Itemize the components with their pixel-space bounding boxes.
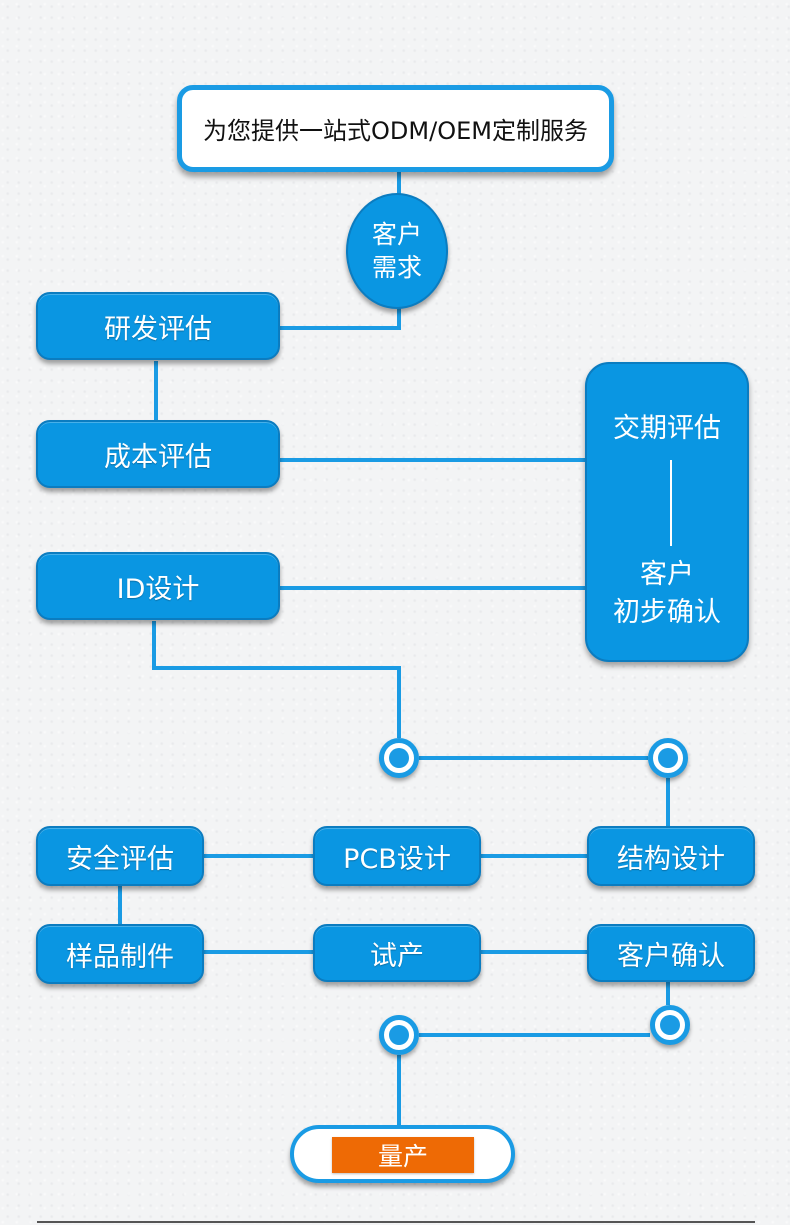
- delivery-eval-label: 交期评估: [613, 413, 721, 444]
- customer-demand-line2: 需求: [371, 253, 422, 282]
- customer-confirm-node: 客户确认: [587, 924, 755, 982]
- safety-eval-node: 安全评估: [36, 826, 204, 886]
- delivery-confirm-node: 交期评估 客户 初步确认: [585, 362, 749, 662]
- initial-confirm-label: 客户 初步确认: [587, 556, 747, 632]
- initial-confirm-line2: 初步确认: [613, 597, 721, 628]
- initial-confirm-line1: 客户: [640, 559, 694, 590]
- cost-eval-node: 成本评估: [36, 420, 280, 488]
- junction-dot: [379, 738, 419, 778]
- customer-demand-line1: 客户: [371, 220, 422, 249]
- footer-divider: [37, 1221, 755, 1223]
- connector-id-to-dot: [152, 621, 401, 738]
- trial-production-node: 试产: [313, 924, 481, 982]
- structure-design-node: 结构设计: [587, 826, 755, 886]
- sample-making-node: 样品制件: [36, 924, 204, 984]
- mass-production-node: 量产: [290, 1125, 515, 1183]
- mass-production-label: 量产: [332, 1137, 474, 1173]
- delivery-separator: [670, 460, 672, 546]
- junction-dot: [648, 738, 688, 778]
- pcb-design-node: PCB设计: [313, 826, 481, 886]
- connector-demand-to-rd: [280, 307, 401, 330]
- rd-eval-node: 研发评估: [36, 292, 280, 360]
- customer-demand-node: 客户 需求: [346, 193, 448, 309]
- junction-dot: [650, 1005, 690, 1045]
- junction-dot: [379, 1015, 419, 1055]
- page-title: 为您提供一站式ODM/OEM定制服务: [177, 85, 614, 172]
- id-design-node: ID设计: [36, 552, 280, 620]
